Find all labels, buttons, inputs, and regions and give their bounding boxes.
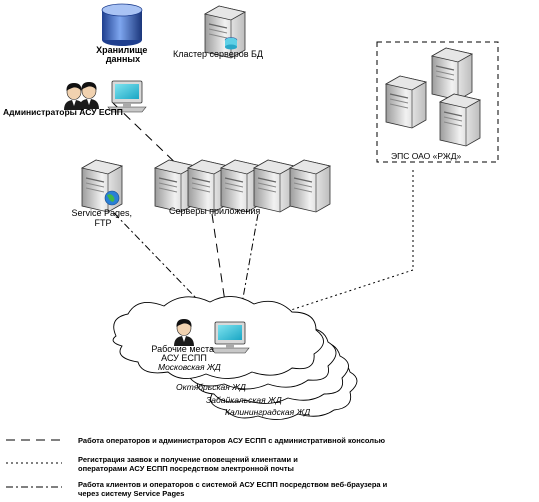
link-service-pages-to-clients [113,212,226,329]
link-admins-to-app [112,102,186,173]
database-icon [101,3,143,46]
monitor-icon [210,321,250,354]
db-server-icon [204,5,246,59]
app-servers-label: Серверы приложения [169,206,260,216]
person-icon [78,81,100,110]
eps-servers-icon [385,47,481,147]
railway-label-kaliningrad: Калининградская ЖД [225,407,310,417]
railway-label-zabaikal: Забайкальская ЖД [206,395,282,405]
railway-label-october: Октябрьская ЖД [176,382,246,392]
service-pages-server-icon [81,159,123,213]
db-cluster-label: Кластер серверов БД [173,49,263,59]
storage-label: Хранилище данных [96,45,150,64]
legend-text-dashdot: Работа клиентов и операторов с системой … [78,480,389,498]
workplaces-label: Рабочие места АСУ ЕСПП [151,344,216,363]
legend: Работа операторов и администраторов АСУ … [6,436,389,498]
eps-group-box [376,41,499,163]
legend-text-dot: Регистрация заявок и получение оповещени… [78,455,300,473]
admins-label: Администраторы АСУ ЕСПП [3,107,123,117]
app-servers-icon [154,159,331,213]
eps-label: ЭПС ОАО «РЖД» [391,151,462,161]
service-pages-label: Service Pages, FTP [71,208,134,228]
railway-label-moscow: Московская ЖД [158,362,221,372]
connection-lines [112,102,414,329]
link-eps-to-clients [235,170,414,329]
legend-text-dash: Работа операторов и администраторов АСУ … [78,436,386,445]
